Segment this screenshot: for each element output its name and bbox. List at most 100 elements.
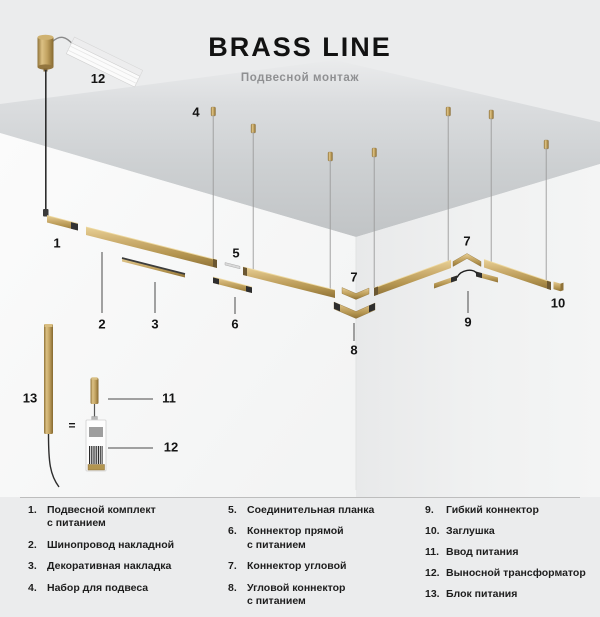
transformer-groove <box>67 49 137 84</box>
legend-item-number: 1. <box>28 504 37 516</box>
legend-item-number: 3. <box>28 560 37 573</box>
legend-item-label: Подвесной комплект с питанием <box>47 504 156 530</box>
mounting-diagram: 12 1 2 3 4 5 6 7 7 8 9 10 13 = 11 12 <box>0 34 600 497</box>
legend-item-label: Коннектор угловой <box>247 560 347 573</box>
power-cylinder-bottom <box>37 64 54 70</box>
legend-column-3: 9. Гибкий коннектор 10. Заглушка 11. Вво… <box>425 504 595 609</box>
legend-item-number: 2. <box>28 538 37 551</box>
part-10-front <box>553 281 561 292</box>
track-highlight <box>483 259 552 283</box>
part-8-tip <box>334 302 340 312</box>
track-right-rising <box>374 260 451 296</box>
part-1-power-kit <box>46 215 79 231</box>
legend-item-number: 8. <box>228 581 237 594</box>
part-12-base <box>87 464 105 471</box>
transformer-wire <box>51 36 74 45</box>
part-6-tip <box>213 277 219 285</box>
legend-item-4: 4. Набор для подвеса <box>28 582 223 595</box>
legend-item-number: 12. <box>425 566 440 579</box>
part-6-straight-connector <box>212 276 253 293</box>
part-10-side <box>560 282 564 292</box>
callout-11: 11 <box>162 391 176 406</box>
callout-6: 6 <box>231 317 238 332</box>
legend-item-number: 6. <box>228 525 237 538</box>
legend-item-number: 7. <box>228 560 237 573</box>
callout-4: 4 <box>192 105 200 120</box>
part-1-highlight <box>46 215 79 224</box>
callout-10: 10 <box>551 296 565 311</box>
part-13-cable <box>47 433 60 488</box>
part-6-tip <box>246 285 252 293</box>
legend-item-label: Коннектор прямой с питанием <box>247 525 344 551</box>
track-end-face <box>374 286 378 296</box>
ceiling-anchor <box>445 106 451 117</box>
cable-elbow <box>43 209 49 217</box>
ceiling-anchor <box>327 151 333 162</box>
transformer-groove <box>69 45 139 80</box>
part-13-body <box>44 324 53 434</box>
track-right-falling <box>484 259 551 290</box>
callout-1: 1 <box>53 236 60 251</box>
part-6-body <box>213 277 252 293</box>
part-11-cap <box>91 377 98 380</box>
legend-item-1: 1. Подвесной комплект с питанием <box>28 504 223 531</box>
page-title: BRASS LINE <box>208 32 392 62</box>
callout-7-corner: 7 <box>350 270 357 285</box>
callout-2: 2 <box>98 317 105 332</box>
legend-item-10: 10. Заглушка <box>425 525 595 538</box>
ceiling-anchor <box>371 147 377 158</box>
equals-sign: = <box>68 419 75 433</box>
legend-item-8: 8. Угловой коннектор с питанием <box>228 582 423 609</box>
track-left-short <box>243 267 335 298</box>
track-highlight <box>85 226 218 261</box>
leader-lines <box>101 252 469 449</box>
part-7-corner-connector <box>341 287 370 300</box>
part-1-body <box>47 215 78 231</box>
ceiling-anchor <box>488 109 494 120</box>
legend-item-number: 5. <box>228 504 237 516</box>
ceiling-anchor <box>543 139 549 150</box>
power-cylinder <box>37 37 54 67</box>
transformer-box <box>65 36 144 88</box>
ceiling-anchors <box>210 106 549 162</box>
legend-item-number: 4. <box>28 581 37 594</box>
legend-item-3: 3. Декоративная накладка <box>28 560 223 573</box>
part-11-power-input <box>90 378 99 404</box>
legend-item-label: Набор для подвеса <box>47 581 149 594</box>
part-9-tip <box>451 275 457 283</box>
track-highlight <box>373 259 452 289</box>
part-12-vents-lower <box>89 446 103 464</box>
part-5-joining-plate <box>224 262 241 270</box>
part-9-flex-cable <box>456 269 478 278</box>
legend-item-label: Соединительная планка <box>247 504 375 516</box>
track-highlight <box>242 266 336 291</box>
legend-item-number: 10. <box>425 524 440 537</box>
callout-5: 5 <box>232 246 239 261</box>
legend-item-label: Гибкий коннектор <box>446 504 539 516</box>
legend-item-13: 13. Блок питания <box>425 588 595 601</box>
track-end-face <box>213 258 217 268</box>
part-9-flex-connector <box>434 269 498 289</box>
legend-separator <box>20 497 580 498</box>
callout-8: 8 <box>350 343 357 358</box>
part-12-vents-upper <box>89 427 103 437</box>
callout-12-top: 12 <box>91 71 105 86</box>
track-end-face <box>547 280 551 290</box>
part-3-slot <box>121 257 186 275</box>
callout-9: 9 <box>464 315 471 330</box>
ceiling-anchor <box>210 106 216 117</box>
part-1-connector <box>71 221 78 231</box>
legend-item-12: 12. Выносной трансформатор <box>425 567 595 580</box>
part-13-power-supply <box>44 324 60 488</box>
legend-item-7: 7. Коннектор угловой <box>228 560 423 573</box>
legend-item-label: Заглушка <box>446 524 495 537</box>
part-6-highlight <box>212 276 253 288</box>
part-8-body <box>333 301 376 319</box>
remote-transformer-assembly <box>37 34 144 88</box>
legend-item-5: 5. Соединительная планка <box>228 504 423 517</box>
callout-12-bottom: 12 <box>164 440 178 455</box>
part-7-corner-connector-apex <box>452 253 482 267</box>
legend-item-number: 13. <box>425 587 440 600</box>
legend-item-9: 9. Гибкий коннектор <box>425 504 595 517</box>
track-end-face <box>243 267 247 276</box>
